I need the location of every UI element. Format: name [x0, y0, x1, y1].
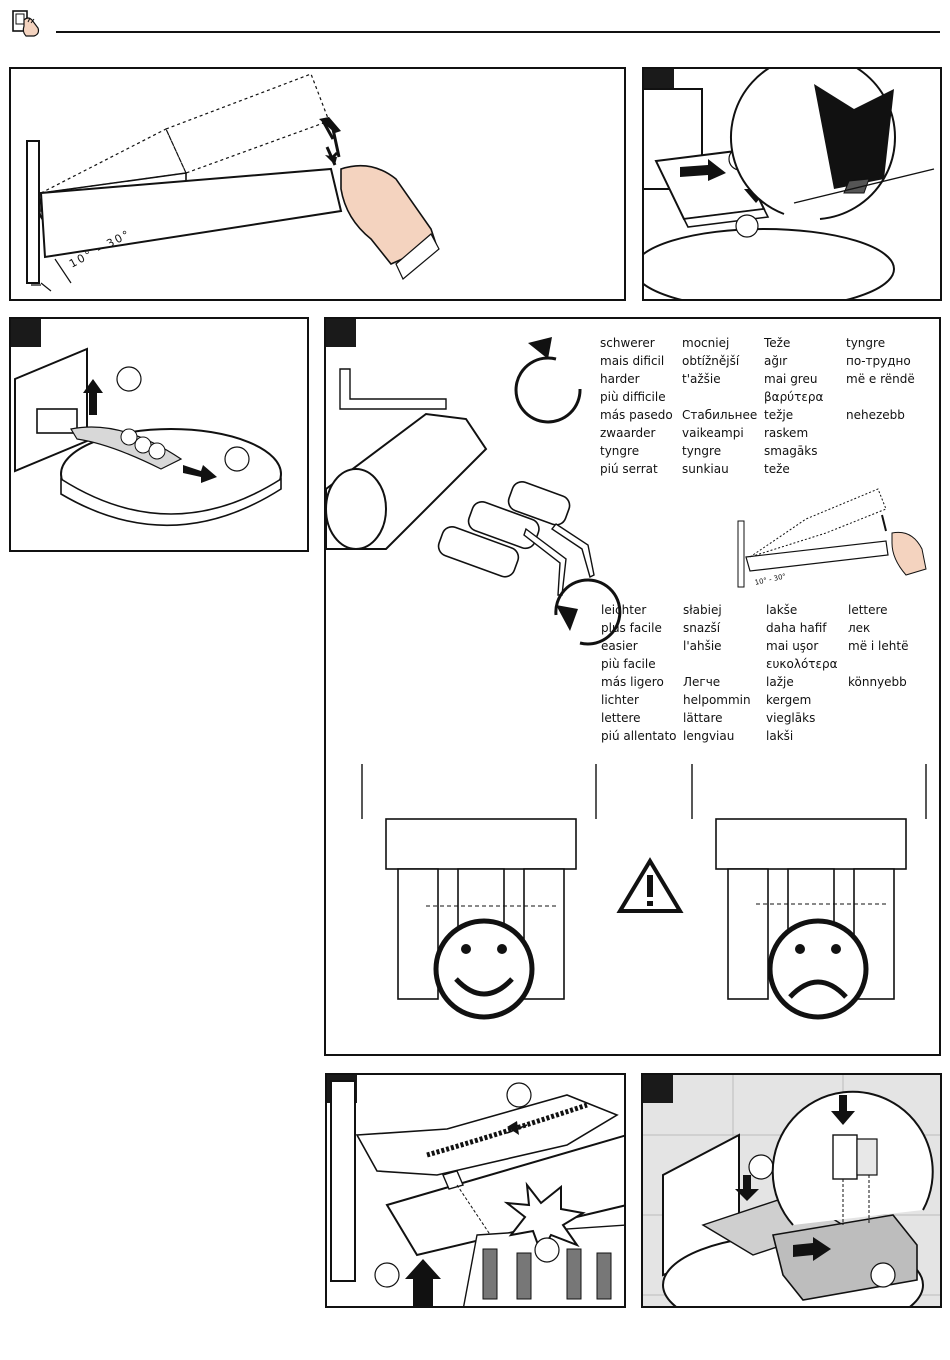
harder-word: Teže	[764, 336, 791, 350]
harder-word: raskem	[764, 426, 809, 440]
harder-word	[846, 388, 915, 406]
panel-adjustment: schwerer mais dificil harder più diffici…	[324, 317, 941, 1056]
easier-word: lažje	[766, 675, 794, 689]
harder-word: mocniej	[682, 336, 730, 350]
panel-click-in	[325, 1073, 626, 1308]
harder-word	[682, 388, 757, 406]
easier-word: mai uşor	[766, 639, 819, 653]
adjustment-illustration	[326, 337, 927, 1020]
hand-manual-icon	[10, 8, 44, 38]
harder-word	[846, 442, 915, 460]
harder-word: schwerer	[600, 336, 655, 350]
header-rule	[56, 31, 940, 33]
harder-word: βαρύτερα	[764, 390, 824, 404]
panel-tilt-angle: 10° - 30°	[9, 67, 626, 301]
easier-word: kergem	[766, 693, 812, 707]
easier-word	[848, 655, 908, 673]
panel-push-detail	[642, 67, 942, 301]
easier-word: leichter	[601, 603, 647, 617]
harder-word: sunkiau	[682, 462, 729, 476]
easier-word	[683, 655, 751, 673]
click-in-illustration	[330, 1080, 624, 1306]
easier-word: lichter	[601, 693, 639, 707]
step-number-box	[643, 1075, 673, 1103]
easier-word: лек	[848, 621, 871, 635]
harder-word: ağır	[764, 354, 788, 368]
harder-word: Стабильнее	[682, 408, 758, 422]
harder-word: teže	[764, 462, 790, 476]
harder-word: smagāks	[764, 444, 818, 458]
easier-word: Легче	[683, 675, 721, 689]
easier-word: lättare	[683, 711, 723, 725]
easier-word: könnyebb	[848, 675, 907, 689]
reassembly-illustration	[643, 1075, 940, 1306]
easier-word: snazší	[683, 621, 721, 635]
easier-word	[848, 691, 908, 709]
easier-word: l'ahšie	[683, 639, 722, 653]
easier-word: vieglāks	[766, 711, 816, 725]
easier-word: lakši	[766, 729, 794, 743]
harder-word: më e rëndë	[846, 372, 915, 386]
tilt-illustration	[26, 73, 440, 292]
easier-word: más ligero	[601, 675, 664, 689]
harder-word: mais dificil	[600, 354, 665, 368]
easier-word: piú allentato	[601, 729, 677, 743]
harder-word: по-трудно	[846, 354, 911, 368]
harder-word: obtížnější	[682, 354, 740, 368]
panel-reassembly	[641, 1073, 942, 1308]
easier-word: easier	[601, 639, 638, 653]
harder-word: zwaarder	[600, 426, 656, 440]
harder-word: tyngre	[846, 336, 886, 350]
harder-word: harder	[600, 372, 640, 386]
harder-word: težje	[764, 408, 794, 422]
easier-word	[848, 727, 908, 745]
harder-word: mai greu	[764, 372, 818, 386]
harder-word: más pasedo	[600, 408, 673, 422]
easier-word: lettere	[601, 711, 641, 725]
harder-word: nehezebb	[846, 408, 905, 422]
harder-word: piú serrat	[600, 462, 658, 476]
header	[0, 0, 950, 50]
harder-word: tyngre	[682, 444, 722, 458]
easier-word: lettere	[848, 603, 888, 617]
easier-word: lengviau	[683, 729, 735, 743]
easier-word: plus facile	[601, 621, 662, 635]
step-number-box	[11, 319, 41, 347]
easier-word: ευκολότερα	[766, 657, 838, 671]
harder-word: vaikeampi	[682, 426, 744, 440]
step-number-box	[326, 319, 356, 347]
harder-word: tyngre	[600, 444, 640, 458]
easier-word: më i lehtë	[848, 639, 909, 653]
easier-word	[848, 709, 908, 727]
harder-word	[846, 460, 915, 478]
harder-word	[846, 424, 915, 442]
panel-cartridge-removal	[9, 317, 309, 552]
easier-word: più facile	[601, 657, 656, 671]
easier-word: helpommin	[683, 693, 751, 707]
easier-word: daha hafif	[766, 621, 827, 635]
harder-word: più difficile	[600, 390, 666, 404]
cartridge-removal-illustration	[14, 347, 282, 527]
easier-word: słabiej	[683, 603, 722, 617]
easier-word: lakše	[766, 603, 798, 617]
harder-word: t'ažšie	[682, 372, 721, 386]
push-detail-illustration	[644, 69, 935, 299]
